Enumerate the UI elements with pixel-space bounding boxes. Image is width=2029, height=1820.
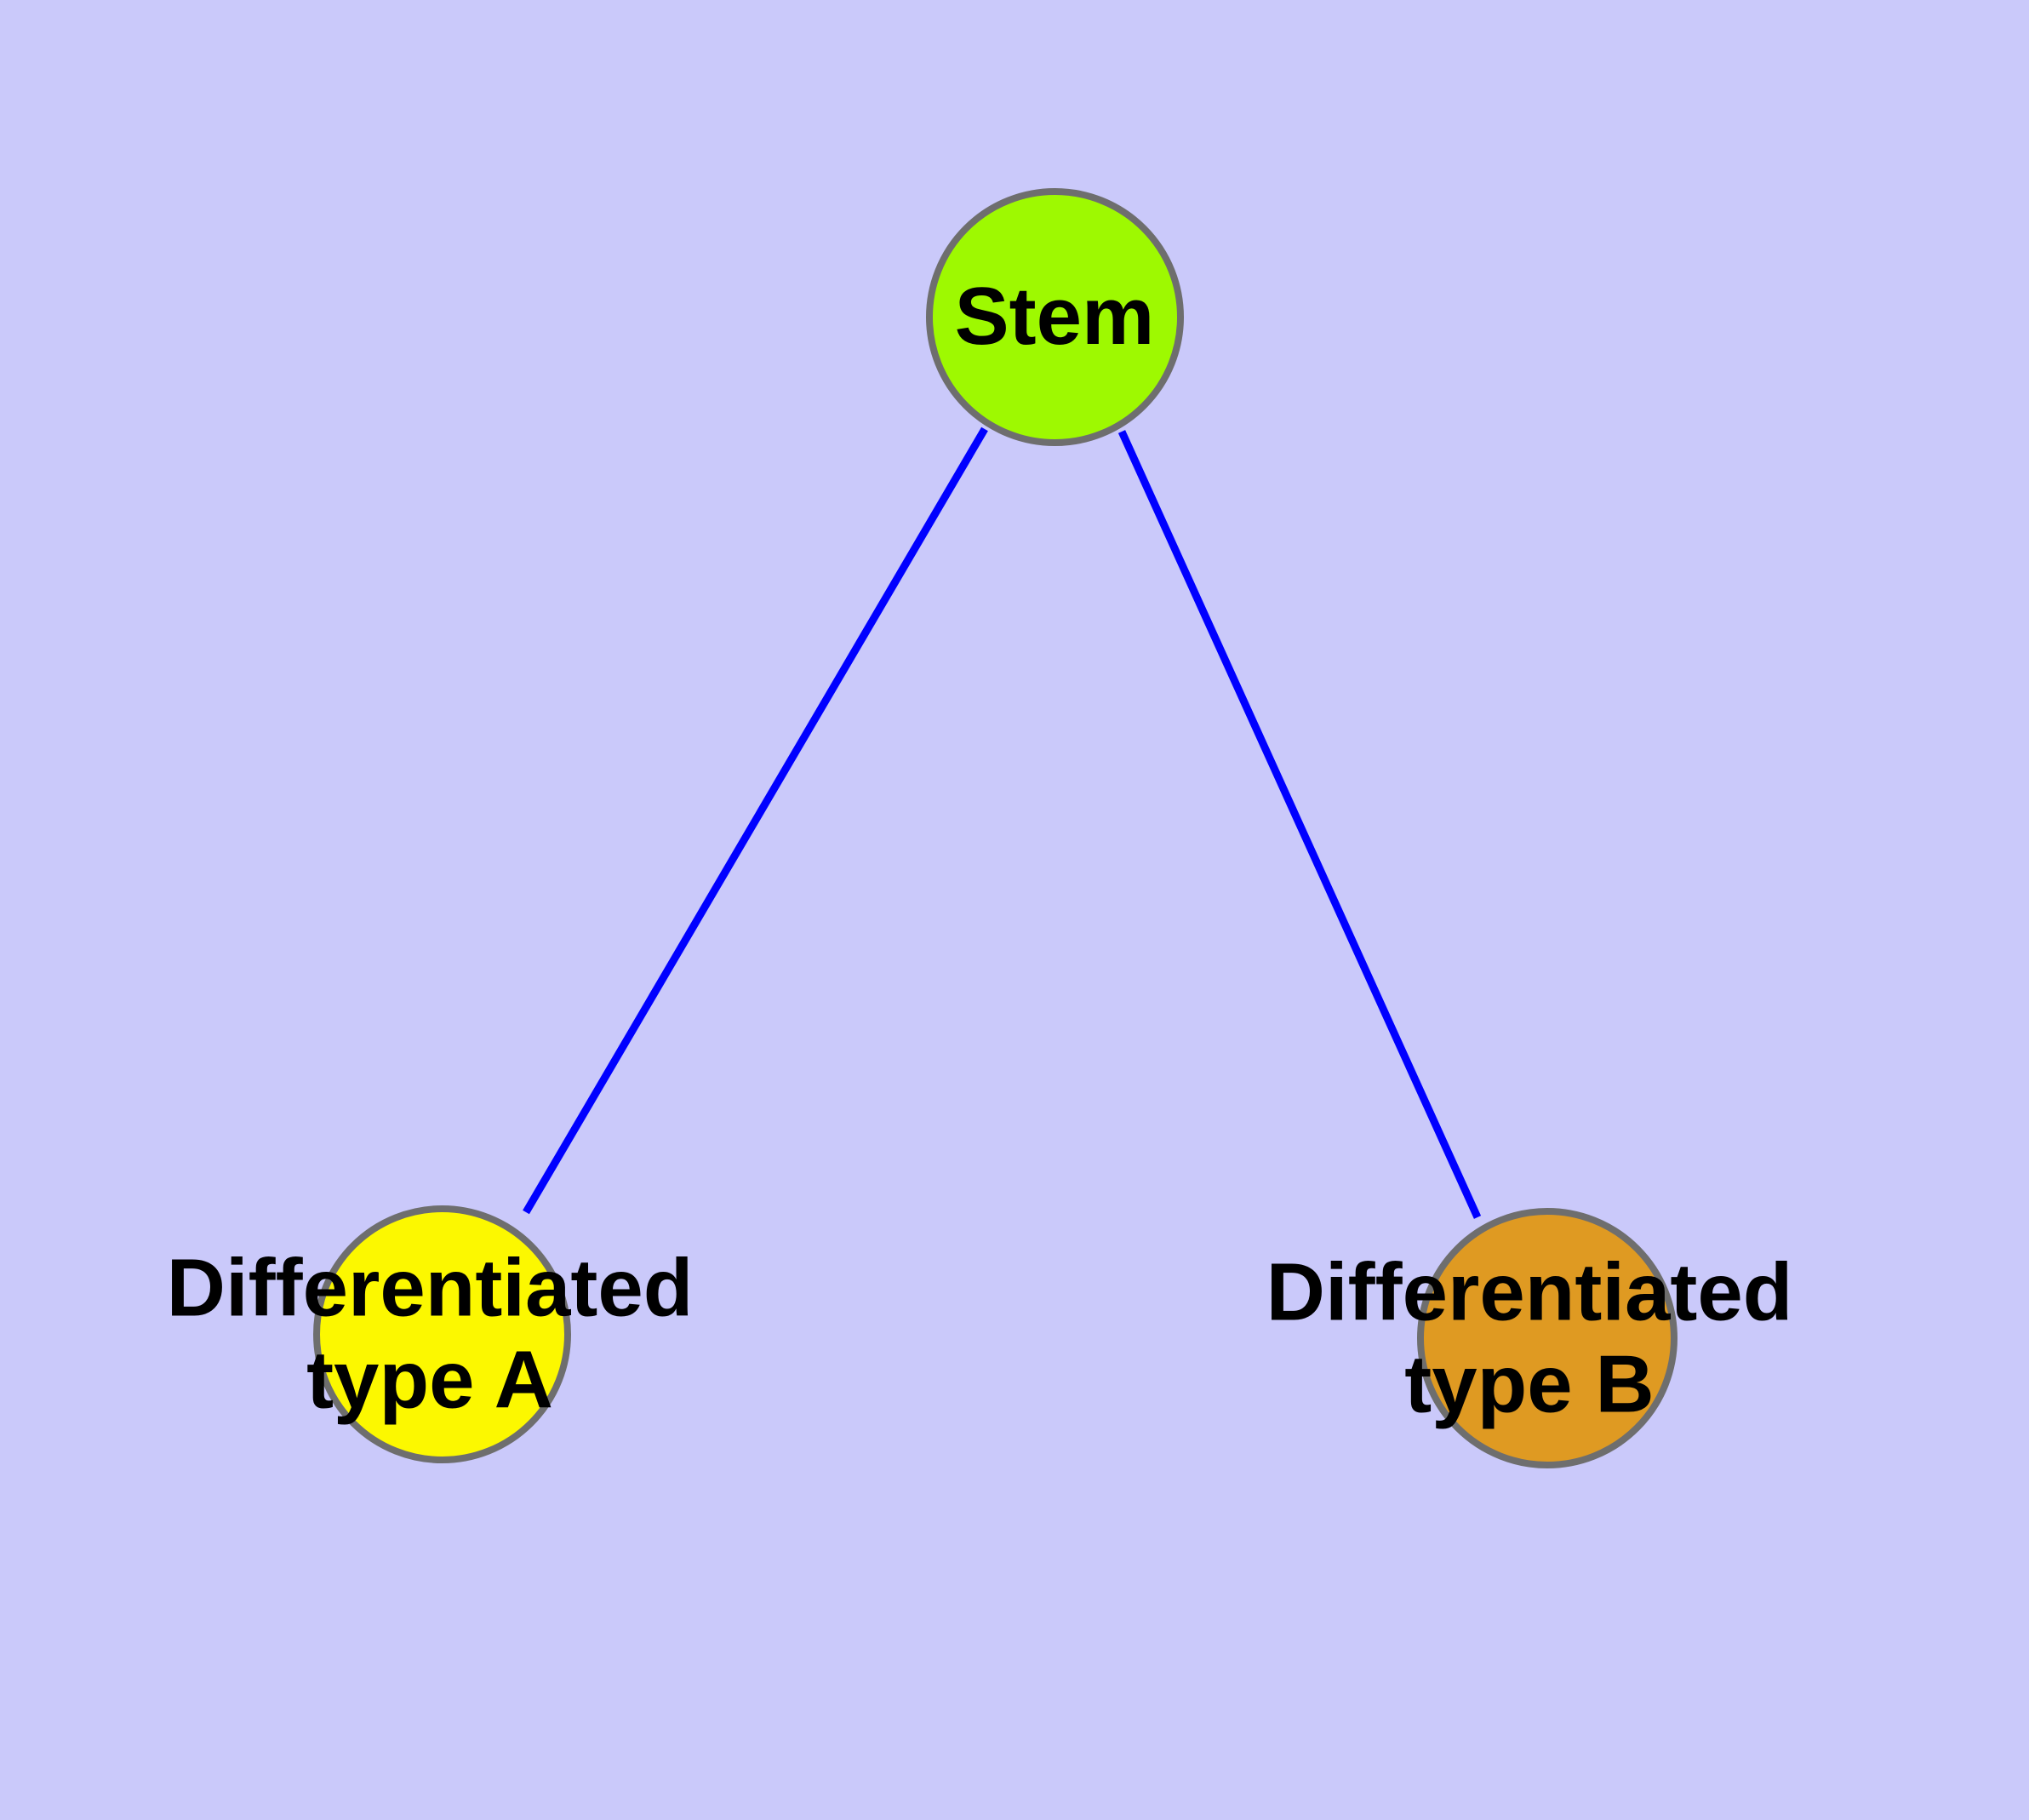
node-differentiated-type-a[interactable] xyxy=(312,1205,571,1463)
node-differentiated-type-b[interactable] xyxy=(1417,1208,1677,1468)
edge-stem-to-type-a xyxy=(523,426,988,1215)
node-stem[interactable] xyxy=(925,187,1184,446)
edge-stem-to-type-b xyxy=(1117,430,1482,1219)
